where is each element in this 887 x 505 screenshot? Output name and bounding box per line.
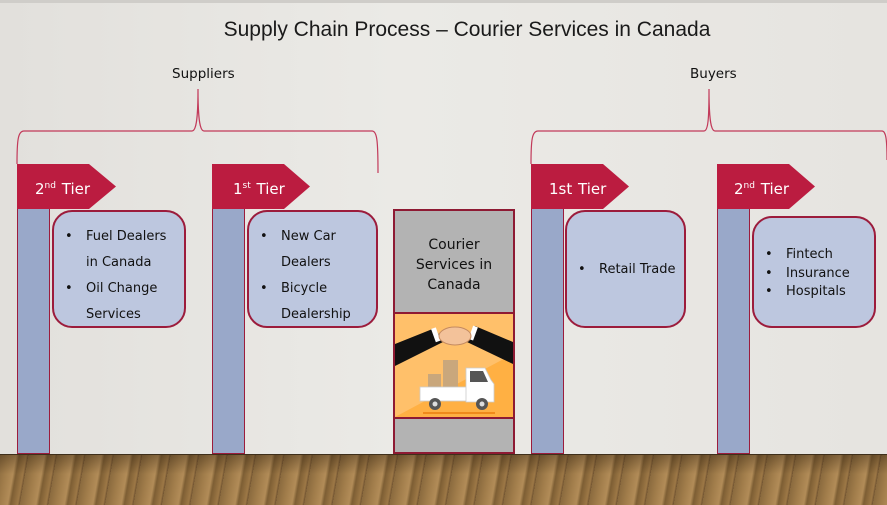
list-item: Fintech [754, 246, 874, 265]
courier-services-label: Courier Services in Canada [415, 237, 493, 293]
list-item: Fuel Dealers in Canada [54, 224, 184, 276]
tier-banner-suppliers-2nd: 2nd Tier [17, 164, 117, 209]
tier-banner-buyers-2nd: 2nd Tier [717, 164, 817, 209]
buyers-label: Buyers [690, 66, 737, 82]
suppliers-brace [16, 88, 379, 174]
tier-pillar [17, 209, 50, 454]
tier-card-buyers-1st: Retail Trade [565, 210, 686, 328]
tier-card-buyers-2nd: Fintech Insurance Hospitals [752, 216, 876, 328]
list-item: Oil Change Services [54, 276, 184, 328]
wooden-floor [0, 454, 887, 505]
tier-pillar [212, 209, 245, 454]
floor-shadow [0, 454, 887, 504]
tier-pillar [531, 209, 564, 454]
tier-banner-suppliers-1st: 1st Tier [212, 164, 312, 209]
tier-pillar [717, 209, 750, 454]
slide-top-border [0, 0, 887, 3]
list-item: Bicycle Dealership [249, 276, 376, 328]
tier-card-suppliers-2nd: Fuel Dealers in Canada Oil Change Servic… [52, 210, 186, 328]
list-item: Insurance [754, 265, 874, 284]
suppliers-label: Suppliers [172, 66, 235, 82]
tier-banner-buyers-1st: 1st Tier [531, 164, 631, 209]
slide-title: Supply Chain Process – Courier Services … [223, 18, 711, 41]
handshake-delivery-truck-icon [395, 312, 513, 419]
courier-services-block: Courier Services in Canada [393, 209, 515, 454]
list-item: Retail Trade [567, 260, 684, 280]
buyers-brace [530, 88, 887, 165]
tier-card-suppliers-1st: New Car Dealers Bicycle Dealership [247, 210, 378, 328]
list-item: New Car Dealers [249, 224, 376, 276]
list-item: Hospitals [754, 283, 874, 302]
